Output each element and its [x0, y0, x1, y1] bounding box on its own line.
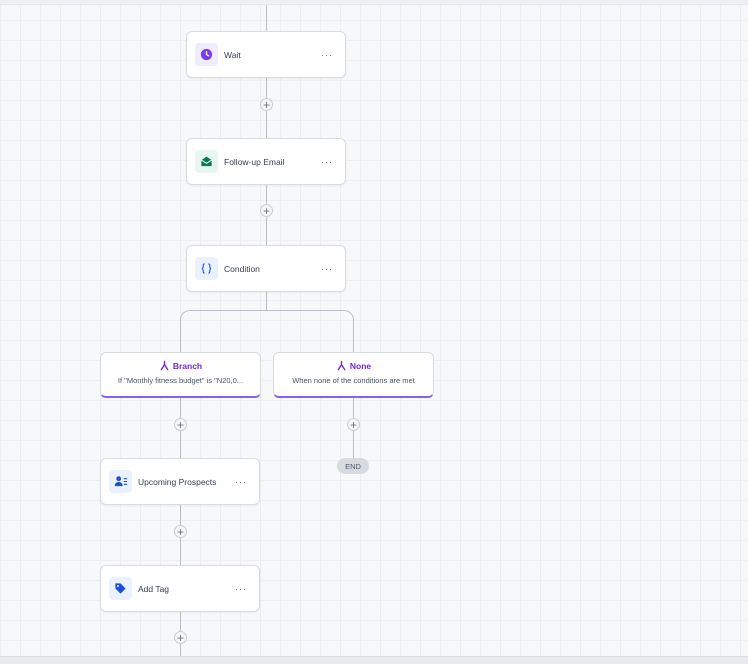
none-branch-card[interactable]: None When none of the conditions are met [273, 352, 434, 398]
branch-connector-right [266, 310, 354, 323]
upcoming-prospects-step-label: Upcoming Prospects [138, 476, 217, 487]
add-tag-step-card[interactable]: Add Tag ··· [100, 565, 260, 612]
connector-line [180, 322, 181, 352]
upcoming-prospects-step-card[interactable]: Upcoming Prospects ··· [100, 458, 260, 505]
user-list-icon [109, 470, 132, 493]
end-badge: END [337, 458, 369, 474]
add-step-button[interactable]: + [174, 418, 187, 431]
follow-up-email-step-label: Follow-up Email [224, 156, 285, 167]
tag-icon [109, 577, 132, 600]
connector-line [266, 292, 267, 310]
clock-icon [195, 43, 218, 66]
branch-description: If "Monthly fitness budget" is "N20,0... [117, 376, 244, 385]
connector-line [266, 5, 267, 31]
add-step-button[interactable]: + [174, 631, 187, 644]
add-tag-step-label: Add Tag [138, 583, 170, 594]
more-options-icon[interactable]: ··· [321, 49, 333, 60]
condition-step-card[interactable]: Condition ··· [186, 245, 346, 292]
add-step-button[interactable]: + [260, 98, 273, 111]
condition-step-label: Condition [224, 263, 260, 274]
add-step-button[interactable]: + [174, 525, 187, 538]
wait-step-label: Wait [224, 49, 241, 60]
more-options-icon[interactable]: ··· [321, 263, 333, 274]
branch-fork-icon [337, 360, 346, 371]
code-braces-icon [195, 257, 218, 280]
branch-fork-icon [160, 360, 169, 371]
more-options-icon[interactable]: ··· [321, 156, 333, 167]
branch-title: Branch [172, 360, 203, 371]
branch-card[interactable]: Branch If "Monthly fitness budget" is "N… [100, 352, 261, 398]
add-step-button[interactable]: + [260, 204, 273, 217]
add-step-button[interactable]: + [347, 418, 360, 431]
wait-step-card[interactable]: Wait ··· [186, 31, 346, 78]
top-bar [0, 0, 748, 5]
envelope-open-icon [195, 150, 218, 173]
none-branch-title: None [349, 360, 372, 371]
connector-line [353, 322, 354, 352]
more-options-icon[interactable]: ··· [235, 583, 247, 594]
more-options-icon[interactable]: ··· [235, 476, 247, 487]
horizontal-scrollbar[interactable] [0, 656, 748, 664]
follow-up-email-step-card[interactable]: Follow-up Email ··· [186, 138, 346, 185]
branch-connector-left [180, 310, 267, 323]
none-branch-description: When none of the conditions are met [292, 376, 415, 385]
